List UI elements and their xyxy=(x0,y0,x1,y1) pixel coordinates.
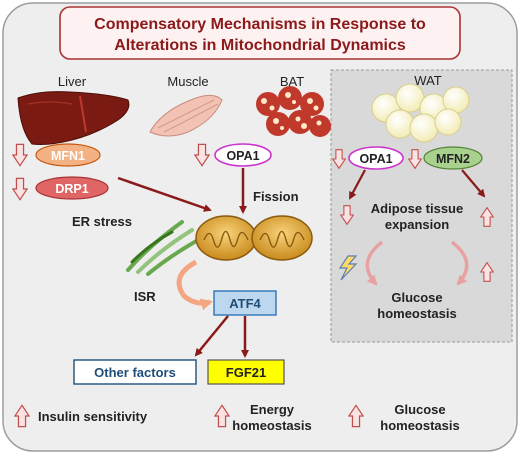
liver-to-mitochondria-arrow xyxy=(117,176,212,212)
title-line-2: Alterations in Mitochondrial Dynamics xyxy=(114,37,406,54)
energy-line-2: homeostasis xyxy=(232,418,311,433)
adipose-to-glucose-arrow-right xyxy=(450,240,469,286)
muscle-label: Muscle xyxy=(167,74,208,89)
mfn1-label: MFN1 xyxy=(51,149,85,163)
glucose-legend-line-2: homeostasis xyxy=(380,418,459,433)
mfn1-oval xyxy=(35,143,101,167)
endoplasmic-reticulum-image xyxy=(126,220,200,276)
drp1-label: DRP1 xyxy=(55,182,88,196)
muscle-opa1-oval xyxy=(214,143,272,167)
er-stress-label: ER stress xyxy=(72,214,132,229)
mfn2-label: MFN2 xyxy=(436,152,470,166)
energy-line-1: Energy xyxy=(250,402,295,417)
atf4-to-other-factors-arrow xyxy=(194,315,229,357)
liver-label: Liver xyxy=(58,74,87,89)
fgf21-label: FGF21 xyxy=(226,365,266,380)
fgf21-box xyxy=(207,359,285,385)
adipose-line-2: expansion xyxy=(385,217,449,232)
insulin-sensitivity-label: Insulin sensitivity xyxy=(38,409,148,424)
atf4-label: ATF4 xyxy=(229,296,261,311)
wat-image xyxy=(371,83,470,143)
wat-glucose-line-1: Glucose xyxy=(391,290,442,305)
drp1-oval xyxy=(35,176,109,200)
isr-arrow xyxy=(176,259,213,311)
wat-glucose-line-2: homeostasis xyxy=(377,306,456,321)
glucose-legend-line-1: Glucose xyxy=(394,402,445,417)
other-factors-label: Other factors xyxy=(94,365,176,380)
atf4-box xyxy=(213,290,277,316)
wat-label: WAT xyxy=(414,73,441,88)
other-factors-box xyxy=(73,359,197,385)
title-line-1: Compensatory Mechanisms in Response to xyxy=(94,16,426,33)
fission-label: Fission xyxy=(253,189,299,204)
isr-label: ISR xyxy=(134,289,156,304)
lightning-icon xyxy=(338,255,358,281)
liver-image xyxy=(17,91,130,145)
title-box xyxy=(59,6,461,60)
wat-opa1-oval xyxy=(348,146,404,170)
muscle-opa1-label: OPA1 xyxy=(226,149,259,163)
bat-label: BAT xyxy=(280,74,304,89)
wat-opa1-arrow xyxy=(349,169,366,200)
mitochondria-image xyxy=(195,215,313,261)
adipose-to-glucose-arrow xyxy=(365,240,384,286)
mfn2-oval xyxy=(423,146,483,170)
bat-image xyxy=(256,86,331,137)
muscle-image xyxy=(149,94,223,137)
adipose-line-1: Adipose tissue xyxy=(371,201,463,216)
wat-opa1-label: OPA1 xyxy=(359,152,392,166)
wat-mfn2-arrow xyxy=(461,169,486,198)
